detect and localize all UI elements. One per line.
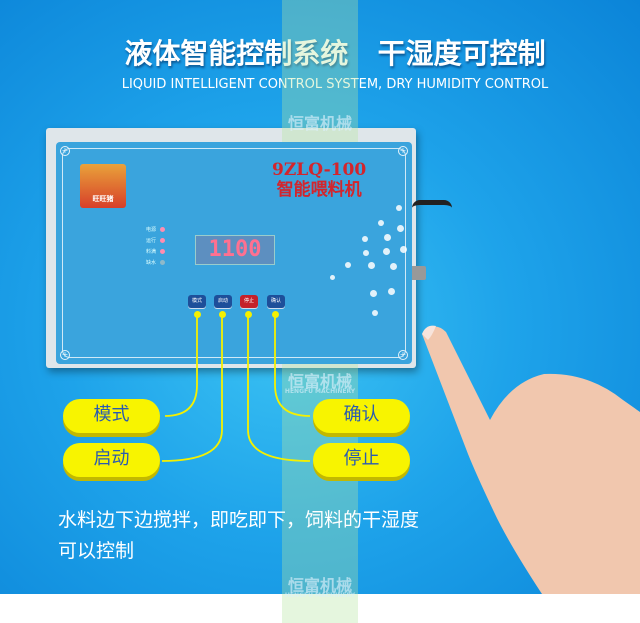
indicator-running: 运行 (146, 237, 166, 244)
digital-display: 1100 (195, 235, 275, 265)
brand-logo: 旺旺猪 (80, 164, 126, 208)
watermark: 恒富机械 (287, 576, 352, 595)
model-number: 9ZLQ-100 (272, 160, 367, 180)
callout-dot (245, 311, 252, 318)
mode-button[interactable]: 模式 (188, 295, 206, 308)
hand-image (422, 325, 640, 594)
callout-lines (161, 315, 311, 462)
watermark: 恒富机械 (287, 114, 352, 133)
callout-dot (194, 311, 201, 318)
watermark-english: HENGFU MACHINERY (284, 388, 356, 395)
indicator-power: 电源 (146, 226, 166, 233)
model-label: 9ZLQ-100 智能喂料机 (272, 160, 366, 200)
watermark: 恒富机械 (287, 372, 352, 391)
callout-mode: 模式 (63, 399, 160, 433)
watermark-english: HENGFU MACHINERY (284, 592, 356, 599)
callout-dot (219, 311, 226, 318)
indicator-water: 缺水 (146, 259, 166, 266)
callout-stop: 停止 (313, 443, 410, 477)
indicator-full: 料满 (146, 248, 166, 255)
page-subtitle: LIQUID INTELLIGENT CONTROL SYSTEM, DRY H… (121, 77, 549, 92)
start-button[interactable]: 启动 (214, 295, 232, 308)
stop-button[interactable]: 停止 (240, 295, 258, 308)
nozzle (410, 266, 426, 280)
callout-confirm: 确认 (313, 399, 410, 433)
callout-dot (272, 311, 279, 318)
page-title: 液体智能控制系统 干湿度可控制 (124, 37, 546, 70)
power-cable (412, 200, 452, 216)
model-name: 智能喂料机 (276, 180, 362, 200)
description-text: 水料边下边搅拌，即吃即下，饲料的干湿度可以控制 (58, 509, 420, 562)
callout-start: 启动 (63, 443, 160, 477)
confirm-button[interactable]: 确认 (267, 295, 285, 308)
